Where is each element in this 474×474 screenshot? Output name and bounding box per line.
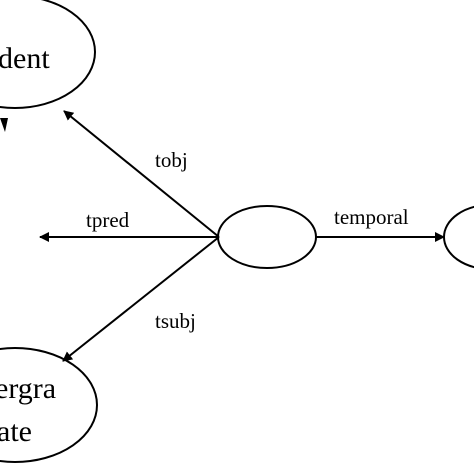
edge-tsubj (62, 236, 220, 362)
node-undergraduate-label-line1: ergra (0, 372, 56, 405)
node-center (217, 205, 317, 269)
node-student (0, 0, 96, 109)
node-undergraduate-label-line2: ate (0, 415, 32, 448)
edge-label-tobj: tobj (155, 148, 188, 172)
node-right (443, 205, 474, 269)
edge-tobj (63, 110, 220, 238)
edge-label-tpred: tpred (86, 208, 130, 232)
edge-label-temporal: temporal (334, 205, 409, 229)
edge-label-tsubj: tsubj (155, 309, 196, 333)
node-undergraduate (0, 347, 98, 463)
node-student-label: dent (0, 42, 50, 75)
arrowhead-fragment (0, 118, 8, 132)
